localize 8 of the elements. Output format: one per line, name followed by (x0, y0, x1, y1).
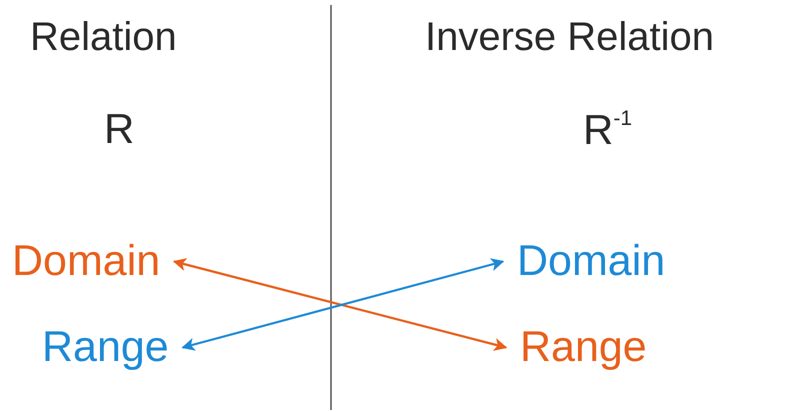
relation-symbol: R$^{-1}$ (583, 108, 632, 151)
column-heading: Relation (30, 17, 177, 57)
column-heading: Inverse Relation (425, 17, 714, 57)
term-label: Domain (12, 240, 160, 283)
term-label: Range (520, 326, 647, 369)
term-label: Range (42, 326, 169, 369)
term-label: Domain (517, 240, 666, 283)
relation-symbol: R (104, 108, 134, 150)
